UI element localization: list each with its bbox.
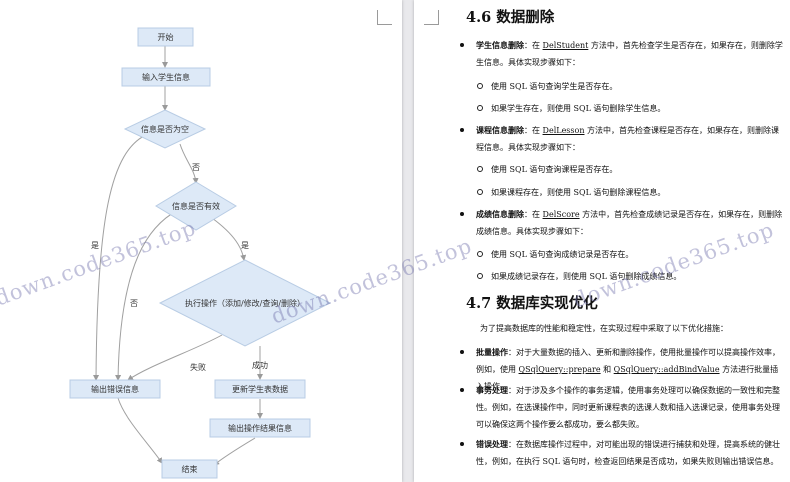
node-check-empty: 信息是否为空 bbox=[123, 109, 207, 149]
subitem-text: 如果课程存在，则使用 SQL 语句删除课程信息。 bbox=[491, 188, 666, 197]
code-ref: QSqlQuery::addBindValue bbox=[613, 365, 720, 374]
bullet-label: 成绩信息删除 bbox=[476, 209, 524, 219]
node-update: 更新学生表数据 bbox=[214, 379, 306, 399]
left-page: 开始 输入学生信息 信息是否为空 信息是否有效 执行操作（添加/修改/查询/删除… bbox=[0, 0, 402, 482]
node-start: 开始 bbox=[137, 27, 194, 47]
bullet-label: 错误处理 bbox=[476, 439, 508, 449]
bullet-dot bbox=[460, 350, 464, 354]
bullet-dot bbox=[460, 442, 464, 446]
section-heading-4-7: 4.7 数据库实现优化 bbox=[466, 295, 598, 312]
code-ref: DelLesson bbox=[542, 126, 585, 135]
text-run: ：在 bbox=[524, 210, 543, 219]
subitem: 使用 SQL 语句查询成绩记录是否存在。 bbox=[477, 246, 781, 263]
edge-valid-execute bbox=[211, 217, 247, 261]
subitem: 如果课程存在，则使用 SQL 语句删除课程信息。 bbox=[477, 184, 781, 201]
page-corner-mark bbox=[424, 10, 439, 25]
node-output-error-label: 输出错误信息 bbox=[91, 384, 139, 394]
text-run: ：对于大量数据的插入、更新和删除操作，使用批量操作可以提高操作效率，例如，使用 bbox=[476, 348, 780, 374]
text-run: 方法进行批量插入操作。 bbox=[476, 365, 779, 391]
bullet-error-handling: 错误处理：在数据库操作过程中，对可能出现的错误进行捕获和处理，提高系统的健壮性，… bbox=[460, 436, 784, 470]
edge-empty-valid bbox=[179, 143, 199, 184]
edge-label-no-1: 否 bbox=[192, 163, 200, 172]
edge-execute-error bbox=[127, 334, 223, 381]
edge-empty-error bbox=[93, 133, 149, 381]
bullet-label: 事务处理 bbox=[476, 385, 508, 395]
subitem-text: 使用 SQL 语句查询学生是否存在。 bbox=[491, 82, 618, 91]
edge-result-end bbox=[213, 437, 256, 466]
code-ref: DelStudent bbox=[542, 41, 589, 50]
bullet-student-delete: 学生信息删除：在 DelStudent 方法中，首先检查学生是否存在，如果存在，… bbox=[460, 37, 784, 71]
node-end: 结束 bbox=[161, 459, 218, 479]
bullet-label: 课程信息删除 bbox=[476, 125, 524, 135]
bullet-circle bbox=[477, 83, 483, 89]
bullet-dot bbox=[460, 128, 464, 132]
subitem-text: 使用 SQL 语句查询课程是否存在。 bbox=[491, 165, 618, 174]
node-update-label: 更新学生表数据 bbox=[232, 384, 288, 394]
edge-label-success: 成功 bbox=[252, 360, 268, 370]
node-output-result: 输出操作结果信息 bbox=[209, 418, 311, 438]
text-run: ：在 bbox=[524, 126, 543, 135]
intro-paragraph: 为了提高数据库的性能和稳定性，在实现过程中采取了以下优化措施： bbox=[480, 324, 728, 333]
bullet-circle bbox=[477, 273, 483, 279]
bullet-circle bbox=[477, 251, 483, 257]
right-page: 4.6 数据删除 学生信息删除：在 DelStudent 方法中，首先检查学生是… bbox=[414, 0, 790, 482]
flowchart: 开始 输入学生信息 信息是否为空 信息是否有效 执行操作（添加/修改/查询/删除… bbox=[69, 27, 332, 479]
bullet-dot bbox=[460, 43, 464, 47]
bullet-score-delete: 成绩信息删除：在 DelScore 方法中，首先检查成绩记录是否存在，如果存在，… bbox=[460, 206, 784, 240]
text-run: ：对于涉及多个操作的事务逻辑，使用事务处理可以确保数据的一致性和完整性。例如，在… bbox=[476, 386, 780, 429]
edge-label-fail: 失败 bbox=[190, 362, 206, 372]
bullet-label: 学生信息删除 bbox=[476, 40, 524, 50]
bullet-circle bbox=[477, 105, 483, 111]
text-run: 和 bbox=[600, 365, 614, 374]
node-start-label: 开始 bbox=[158, 32, 174, 42]
node-check-valid-label: 信息是否有效 bbox=[172, 201, 220, 211]
node-execute-label: 执行操作（添加/修改/查询/删除） bbox=[185, 298, 305, 308]
code-ref: QSqlQuery::prepare bbox=[518, 365, 601, 374]
subitem: 如果成绩记录存在，则使用 SQL 语句删除成绩信息。 bbox=[477, 268, 781, 285]
node-execute: 执行操作（添加/修改/查询/删除） bbox=[158, 259, 332, 347]
node-input: 输入学生信息 bbox=[121, 67, 211, 87]
subitem: 如果学生存在，则使用 SQL 语句删除学生信息。 bbox=[477, 100, 781, 117]
node-output-error: 输出错误信息 bbox=[69, 379, 161, 399]
bullet-circle bbox=[477, 189, 483, 195]
section-heading-4-6: 4.6 数据删除 bbox=[466, 9, 555, 26]
bullet-batch-ops: 批量操作：对于大量数据的插入、更新和删除操作，使用批量操作可以提高操作效率，例如… bbox=[460, 344, 784, 395]
node-output-result-label: 输出操作结果信息 bbox=[228, 423, 292, 433]
edge-valid-error bbox=[115, 209, 179, 381]
bullet-circle bbox=[477, 166, 483, 172]
subitem: 使用 SQL 语句查询课程是否存在。 bbox=[477, 161, 781, 178]
node-input-label: 输入学生信息 bbox=[142, 72, 190, 82]
subitem-text: 使用 SQL 语句查询成绩记录是否存在。 bbox=[491, 250, 634, 259]
code-ref: DelScore bbox=[542, 210, 580, 219]
node-check-valid: 信息是否有效 bbox=[155, 181, 237, 231]
bullet-lesson-delete: 课程信息删除：在 DelLesson 方法中，首先检查课程是否存在，如果存在，则… bbox=[460, 122, 784, 156]
subitem: 使用 SQL 语句查询学生是否存在。 bbox=[477, 78, 781, 95]
page-corner-mark bbox=[377, 10, 392, 25]
subitem-text: 如果学生存在，则使用 SQL 语句删除学生信息。 bbox=[491, 104, 666, 113]
text-run: ：在 bbox=[524, 41, 543, 50]
text-run: ：在数据库操作过程中，对可能出现的错误进行捕获和处理，提高系统的健壮性，例如，在… bbox=[476, 440, 780, 466]
edge-error-end bbox=[117, 397, 163, 464]
edge-label-no-2: 否 bbox=[130, 299, 138, 308]
node-end-label: 结束 bbox=[182, 464, 198, 474]
node-check-empty-label: 信息是否为空 bbox=[141, 124, 189, 134]
bullet-dot bbox=[460, 388, 464, 392]
bullet-transactions: 事务处理：对于涉及多个操作的事务逻辑，使用事务处理可以确保数据的一致性和完整性。… bbox=[460, 382, 784, 433]
bullet-label: 批量操作 bbox=[476, 347, 508, 357]
edge-label-yes-1: 是 bbox=[91, 241, 99, 250]
text-run: 方法中，首先检查成绩记录是否存在，如果存在，则删除成绩信息。具体实现步骤如下： bbox=[476, 210, 783, 236]
text-run: 方法中，首先检查课程是否存在，如果存在，则删除课程信息。具体实现步骤如下： bbox=[476, 126, 780, 152]
edge-label-yes-2: 是 bbox=[241, 241, 249, 250]
bullet-dot bbox=[460, 212, 464, 216]
text-run: 方法中，首先检查学生是否存在，如果存在，则删除学生信息。具体实现步骤如下： bbox=[476, 41, 783, 67]
subitem-text: 如果成绩记录存在，则使用 SQL 语句删除成绩信息。 bbox=[491, 272, 682, 281]
